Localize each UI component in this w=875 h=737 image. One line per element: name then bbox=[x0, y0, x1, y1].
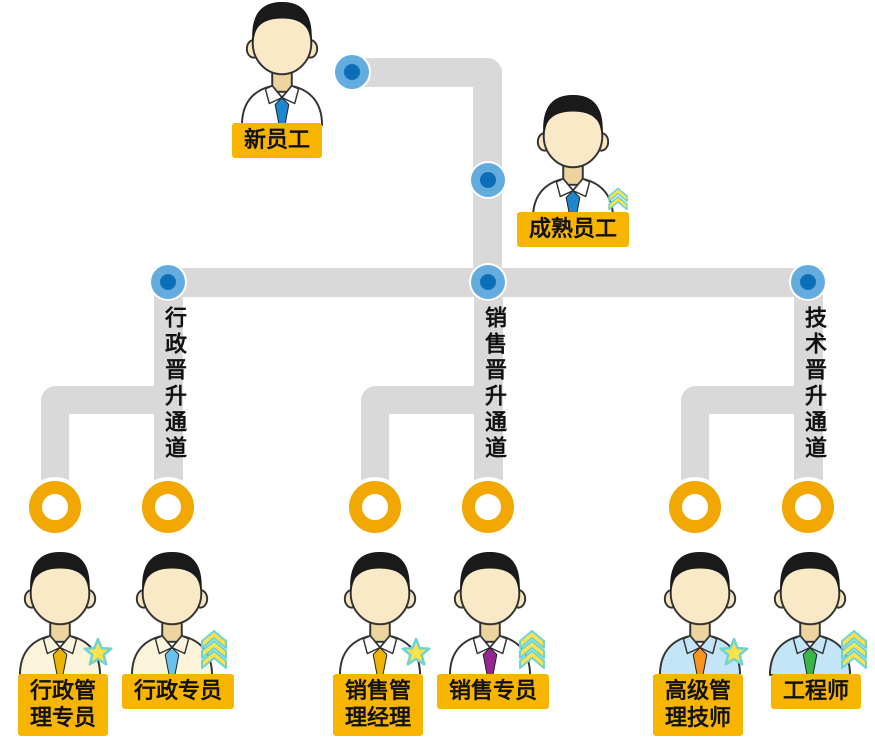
label-new-employee: 新员工 bbox=[232, 123, 323, 158]
label-sales-specialist: 销售专员 bbox=[437, 674, 550, 709]
connector-channel-tech bbox=[794, 268, 823, 480]
label-line: 理经理 bbox=[345, 706, 412, 731]
endpoint-ring bbox=[142, 481, 194, 533]
channel-label-tech: 技术晋升通道 bbox=[801, 306, 826, 462]
channel-label-sales: 销售晋升通道 bbox=[481, 306, 506, 462]
connector-channel-sales bbox=[474, 268, 503, 480]
junction-node bbox=[335, 55, 369, 89]
endpoint-ring bbox=[462, 481, 514, 533]
label-line: 理专员 bbox=[30, 706, 97, 731]
label-line: 高级管 bbox=[665, 679, 732, 704]
connector-branch-sales-down bbox=[361, 386, 389, 488]
junction-node bbox=[151, 265, 185, 299]
star-icon bbox=[83, 637, 113, 666]
junction-node bbox=[791, 265, 825, 299]
label-admin-specialist: 行政专员 bbox=[122, 674, 235, 709]
label-admin-manager: 行政管 理专员 bbox=[18, 674, 109, 736]
chevron-up-icon bbox=[201, 630, 227, 669]
label-line: 销售管 bbox=[345, 679, 412, 704]
connector-branch-tech-down bbox=[681, 386, 709, 488]
label-sales-manager: 销售管 理经理 bbox=[333, 674, 424, 736]
endpoint-ring bbox=[349, 481, 401, 533]
label-line: 行政管 bbox=[30, 679, 97, 704]
star-icon bbox=[719, 637, 749, 666]
junction-node bbox=[471, 265, 505, 299]
connector-branch-admin-down bbox=[41, 386, 69, 488]
label-senior-technician: 高级管 理技师 bbox=[653, 674, 744, 736]
endpoint-ring bbox=[782, 481, 834, 533]
chevron-up-icon bbox=[519, 630, 545, 669]
star-icon bbox=[401, 637, 431, 666]
label-line: 理技师 bbox=[665, 706, 732, 731]
chevron-up-icon bbox=[608, 187, 628, 211]
avatar-new-employee bbox=[240, 0, 324, 126]
chevron-up-icon bbox=[841, 630, 867, 669]
channel-label-admin: 行政晋升通道 bbox=[161, 306, 186, 462]
endpoint-ring bbox=[29, 481, 81, 533]
label-mature-employee: 成熟员工 bbox=[517, 212, 630, 247]
label-engineer: 工程师 bbox=[771, 674, 862, 709]
connector-channel-admin bbox=[154, 268, 183, 480]
junction-node bbox=[471, 163, 505, 197]
endpoint-ring bbox=[669, 481, 721, 533]
